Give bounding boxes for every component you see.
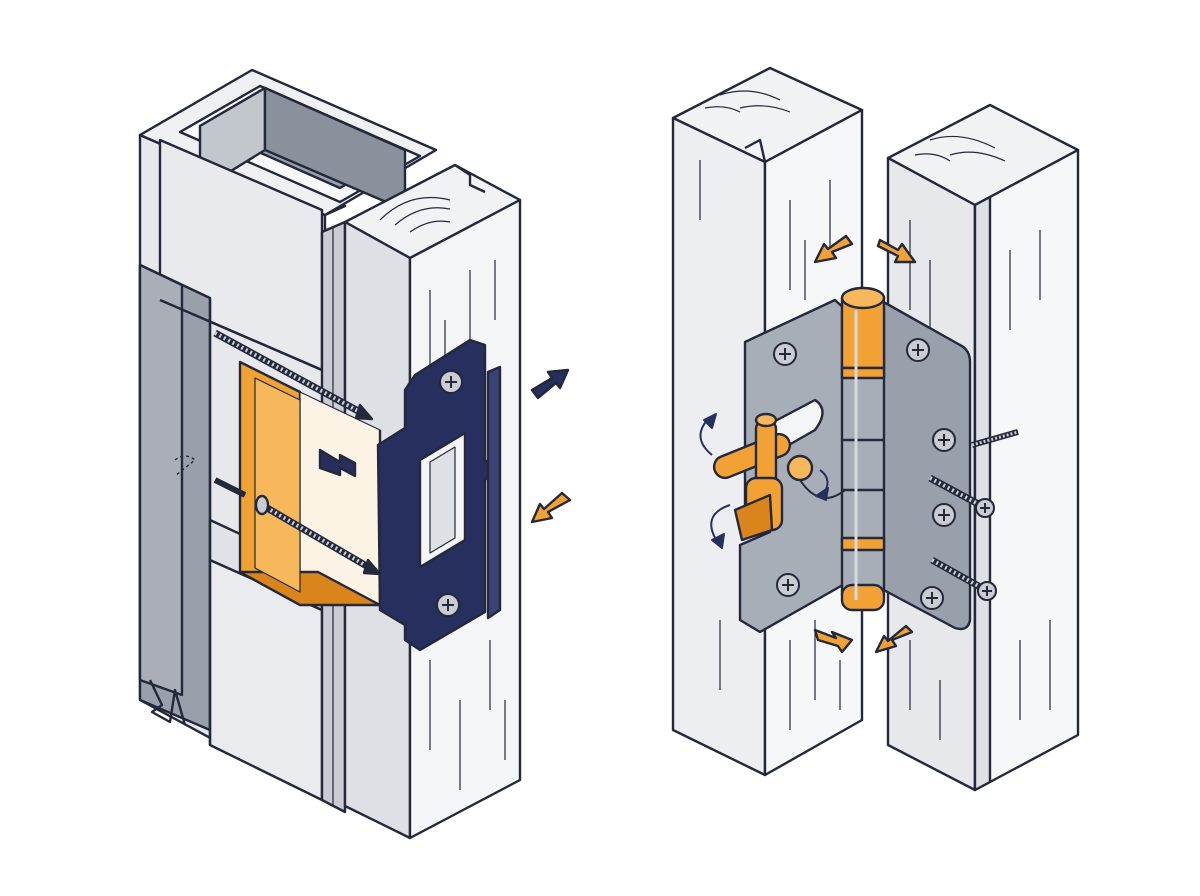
arrow-icon	[876, 238, 917, 264]
arrow-icon	[318, 448, 357, 478]
arrow-icon	[813, 234, 854, 264]
long-screw-upper	[213, 329, 374, 421]
screw-icon	[775, 572, 801, 598]
arrow-icon	[530, 368, 570, 400]
strike-box	[238, 360, 382, 607]
long-screw-back	[213, 477, 247, 498]
rotation-arrow-icon	[699, 413, 829, 549]
wood-screw-upper	[971, 429, 1019, 448]
long-screw-lower	[254, 494, 382, 576]
screw-icon	[772, 341, 798, 367]
hinge-leaf-right	[878, 298, 972, 631]
wood-screw-lower	[930, 556, 998, 602]
hinge-knuckle	[840, 286, 886, 612]
screw-icon	[976, 580, 998, 602]
arrow-icon	[530, 491, 572, 524]
hinge-assembly	[671, 66, 1080, 792]
screw-icon	[931, 427, 957, 453]
arrow-icon	[874, 624, 914, 654]
screw-icon	[435, 592, 461, 618]
wood-screw-middle	[928, 474, 996, 519]
strike-plate	[376, 338, 502, 652]
screw-icon	[905, 337, 931, 363]
arrow-icon	[813, 628, 854, 654]
screw-icon	[438, 369, 464, 395]
screw-icon	[919, 585, 945, 611]
screw-icon	[974, 497, 996, 519]
strike-plate-assembly	[138, 68, 572, 840]
screw-icon	[931, 502, 957, 528]
